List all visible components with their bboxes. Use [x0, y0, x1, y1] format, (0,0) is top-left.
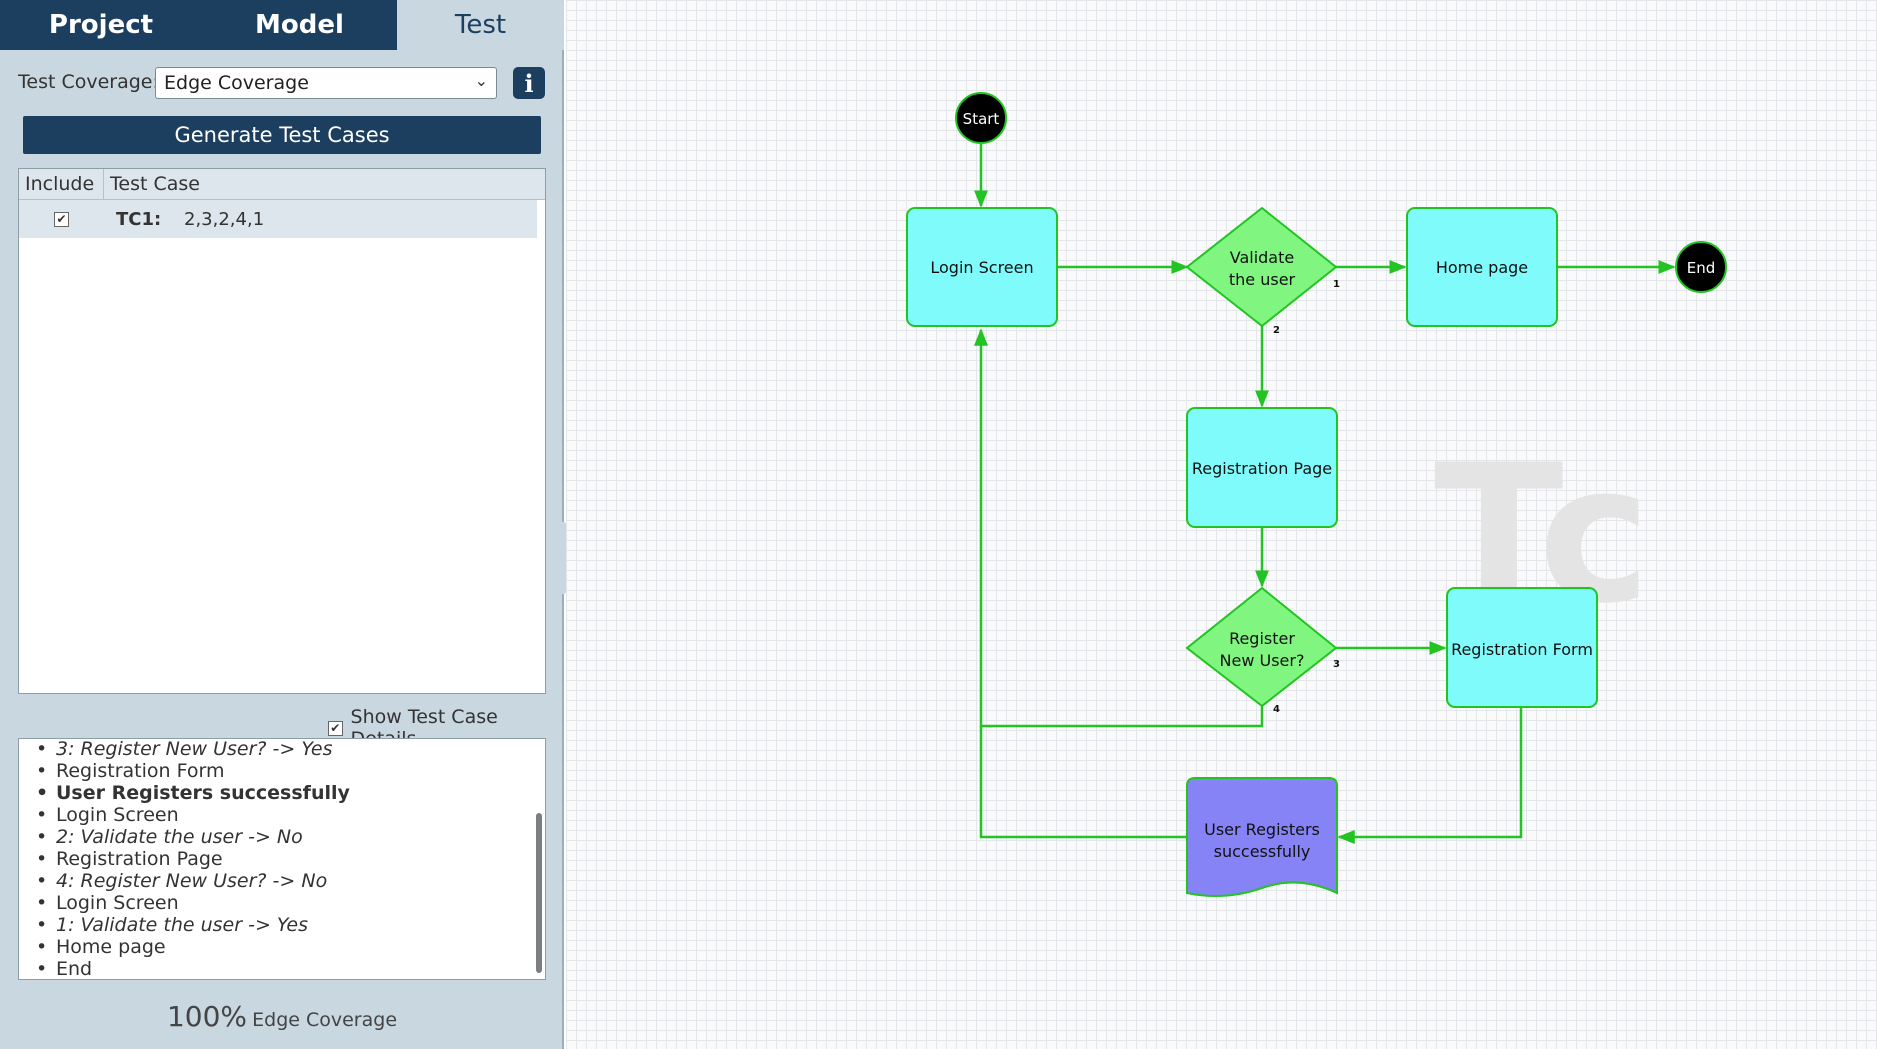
column-header-test-case: Test Case [110, 173, 200, 195]
coverage-type: Edge Coverage [252, 1009, 398, 1031]
test-panel: Project Model Test Test Coverage: Edge C… [0, 0, 564, 1049]
registration-form-label: Registration Form [1451, 640, 1593, 659]
include-cell: ✔ [19, 211, 104, 227]
generate-test-cases-button[interactable]: Generate Test Cases [23, 116, 541, 154]
validate-label-line2: the user [1229, 270, 1296, 289]
edge-label-1: 1 [1333, 279, 1340, 290]
edge-label-2: 2 [1273, 325, 1280, 336]
coverage-summary: 100% Edge Coverage [0, 1000, 564, 1033]
detail-list-item: Registration Form [19, 760, 350, 782]
test-case-table: Include Test Case ✔ TC1: 2,3,2,4,1 [18, 168, 546, 694]
registration-form-node[interactable]: Registration Form [1446, 587, 1598, 708]
test-case-id: TC1: [116, 208, 162, 230]
chevron-down-icon: ⌄ [474, 71, 488, 90]
info-icon[interactable]: i [513, 67, 545, 99]
edge-form-to-success[interactable] [1337, 708, 1523, 844]
edge-register-no[interactable] [974, 328, 1264, 728]
test-case-path: 2,3,2,4,1 [184, 208, 265, 230]
test-case-details: 3: Register New User? -> YesRegistration… [18, 738, 546, 980]
details-list: 3: Register New User? -> YesRegistration… [19, 739, 350, 979]
test-coverage-label: Test Coverage: [18, 71, 159, 93]
registration-page-node[interactable]: Registration Page [1186, 407, 1338, 528]
validate-user-decision[interactable]: Validate the user [1185, 206, 1338, 328]
detail-list-item: Registration Page [19, 848, 350, 870]
register-label-line2: New User? [1220, 651, 1305, 670]
detail-list-item: End [19, 958, 350, 979]
tab-model[interactable]: Model [202, 0, 397, 50]
details-scrollbar[interactable] [536, 813, 542, 973]
detail-list-item: Home page [19, 936, 350, 958]
table-header: Include Test Case [19, 169, 545, 200]
end-label: End [1687, 259, 1716, 277]
detail-list-item: 3: Register New User? -> Yes [19, 739, 350, 760]
home-page-label: Home page [1436, 258, 1528, 277]
validate-label-line1: Validate [1230, 248, 1294, 267]
register-new-user-decision[interactable]: Register New User? [1185, 586, 1338, 708]
test-coverage-select[interactable]: Edge Coverage ⌄ [155, 67, 497, 99]
edge-label-3: 3 [1333, 659, 1340, 670]
registration-page-label: Registration Page [1192, 459, 1332, 478]
tab-project[interactable]: Project [0, 0, 202, 50]
detail-list-item: Login Screen [19, 892, 350, 914]
start-node[interactable]: Start [955, 92, 1007, 144]
show-details-checkbox[interactable]: ✔ [328, 720, 343, 736]
register-label-line1: Register [1229, 629, 1295, 648]
tab-bar: Project Model Test [0, 0, 564, 50]
detail-list-item: User Registers successfully [19, 782, 350, 804]
user-registers-document-node[interactable]: User Registers successfully [1186, 777, 1338, 897]
edge-success-to-login[interactable] [979, 726, 1187, 839]
login-screen-label: Login Screen [930, 258, 1033, 277]
detail-list-item: 4: Register New User? -> No [19, 870, 350, 892]
login-screen-node[interactable]: Login Screen [906, 207, 1058, 327]
detail-list-item: 1: Validate the user -> Yes [19, 914, 350, 936]
model-canvas[interactable]: Tc Y 1 N 2 Y 3 N 4 Start [566, 0, 1877, 1049]
detail-list-item: Login Screen [19, 804, 350, 826]
edge-label-4: 4 [1273, 704, 1280, 715]
home-page-node[interactable]: Home page [1406, 207, 1558, 327]
tab-test[interactable]: Test [397, 0, 564, 50]
coverage-percent: 100% [166, 1000, 248, 1033]
detail-list-item: 2: Validate the user -> No [19, 826, 350, 848]
end-node[interactable]: End [1675, 241, 1727, 293]
flow-diagram: Tc Y 1 N 2 Y 3 N 4 Start [906, 92, 1727, 897]
user-registers-label-line2: successfully [1214, 842, 1311, 861]
table-row[interactable]: ✔ TC1: 2,3,2,4,1 [19, 200, 537, 238]
user-registers-label-line1: User Registers [1204, 820, 1320, 839]
test-coverage-value: Edge Coverage [164, 72, 309, 94]
column-header-include: Include [19, 169, 104, 199]
include-checkbox[interactable]: ✔ [54, 211, 69, 227]
start-label: Start [963, 110, 1000, 128]
